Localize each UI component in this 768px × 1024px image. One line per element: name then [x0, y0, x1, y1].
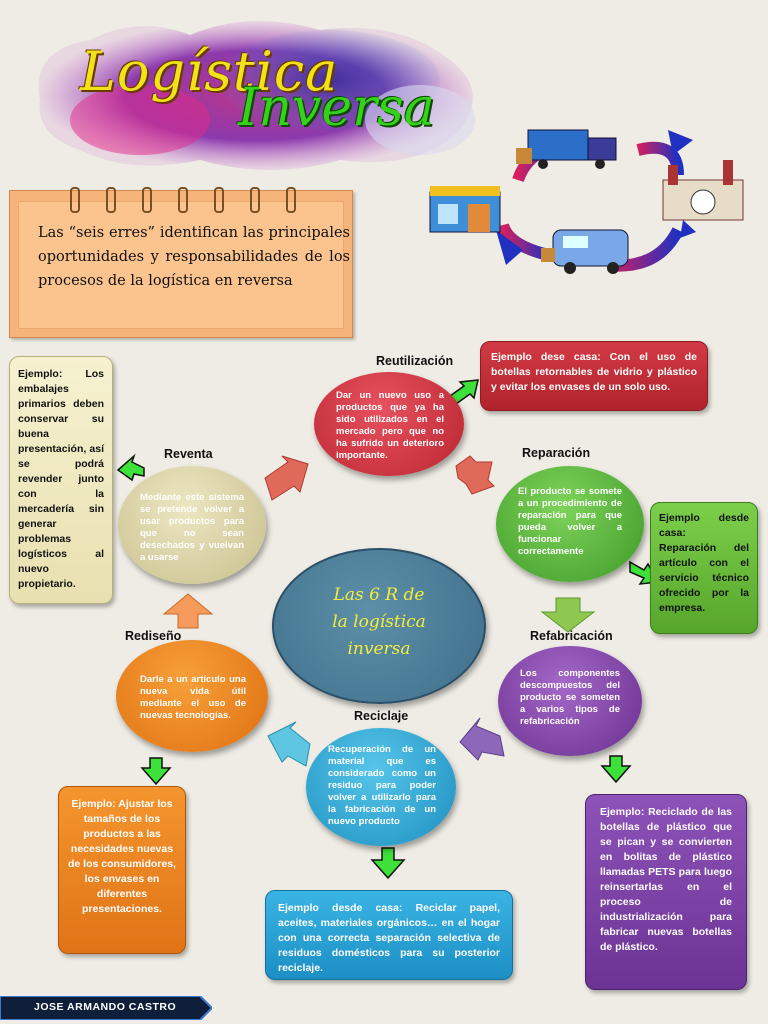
author-name: JOSE ARMANDO CASTRO: [34, 1001, 177, 1013]
center-title: Las 6 R de la logística inversa: [274, 582, 484, 663]
label-reutilizacion: Reutilización: [376, 354, 454, 368]
example-reventa: Ejemplo: Los embalajes primarios deben c…: [9, 356, 113, 604]
node-reventa: Mediante este sistema se pretende volver…: [118, 466, 266, 584]
node-refabricacion-text: Los componentes descompuestos del produc…: [520, 668, 620, 727]
binder-ring: [250, 187, 260, 213]
example-reparacion-title: Ejemplo desde casa:: [659, 512, 749, 539]
green-arrow-icon: [116, 453, 145, 482]
reverse-logistics-cycle-illustration: [429, 129, 744, 274]
center-line2: la logística: [332, 612, 426, 632]
green-arrow-icon: [370, 847, 406, 880]
node-reparacion-text: El producto se somete a un procedimiento…: [518, 486, 622, 557]
factory-icon: [662, 160, 744, 221]
title-line2: Inversa: [238, 78, 435, 138]
node-refabricacion: Los componentes descompuestos del produc…: [498, 646, 642, 756]
van-icon: [541, 229, 629, 274]
label-reciclaje: Reciclaje: [354, 709, 409, 723]
example-reciclaje: Ejemplo desde casa: Reciclar papel, acei…: [265, 890, 513, 980]
center-line3: inversa: [347, 639, 411, 659]
example-reparacion: Ejemplo desde casa: Reparación del artíc…: [650, 502, 758, 634]
arrow-icon: [540, 597, 596, 633]
intro-text: Las “seis erres” identifican las princip…: [38, 225, 350, 289]
green-arrow-icon: [600, 755, 632, 784]
node-reutilizacion-text: Dar un nuevo uso a productos que ya ha s…: [336, 390, 444, 461]
center-line1: Las 6 R de: [333, 585, 425, 605]
arrow-icon: [264, 455, 309, 501]
title-watercolor-splash: [38, 21, 475, 170]
node-reutilizacion: Dar un nuevo uso a productos que ya ha s…: [314, 372, 464, 476]
node-reventa-text: Mediante este sistema se pretende volver…: [140, 492, 244, 563]
node-rediseno-text: Darle a un artículo una nueva vida útil …: [140, 674, 246, 721]
example-refabricacion: Ejemplo: Reciclado de las botellas de pl…: [585, 794, 747, 990]
node-reparacion: El producto se somete a un procedimiento…: [496, 466, 644, 582]
arrow-icon: [162, 593, 214, 629]
binder-ring: [286, 187, 296, 213]
node-reciclaje: Recuperación de un material que es consi…: [306, 728, 456, 846]
center-circle: Las 6 R de la logística inversa: [272, 548, 486, 704]
green-arrow-icon: [140, 757, 172, 786]
example-reutilizacion: Ejemplo dese casa: Con el uso de botella…: [480, 341, 708, 411]
label-reventa: Reventa: [164, 447, 213, 461]
node-reciclaje-text: Recuperación de un material que es consi…: [328, 744, 436, 827]
example-reparacion-text: Reparación del artículo con el servicio …: [659, 542, 749, 614]
arrow-icon: [455, 455, 495, 495]
example-rediseno: Ejemplo: Ajustar los tamaños de los prod…: [58, 786, 186, 954]
title-line1: Logística: [80, 40, 339, 103]
binder-ring: [214, 187, 224, 213]
node-rediseno: Darle a un artículo una nueva vida útil …: [116, 640, 268, 752]
binder-ring: [142, 187, 152, 213]
truck-icon: [516, 129, 617, 169]
binder-ring: [178, 187, 188, 213]
binder-ring: [70, 187, 80, 213]
binder-ring: [106, 187, 116, 213]
store-icon: [429, 186, 501, 233]
label-reparacion: Reparación: [522, 446, 591, 460]
arrow-icon: [459, 717, 505, 761]
author-banner: [0, 996, 212, 1020]
label-refabricacion: Refabricación: [530, 629, 613, 643]
arrow-icon: [267, 721, 311, 767]
intro-note: Las “seis erres” identifican las princip…: [9, 187, 353, 338]
label-rediseno: Rediseño: [125, 629, 182, 643]
